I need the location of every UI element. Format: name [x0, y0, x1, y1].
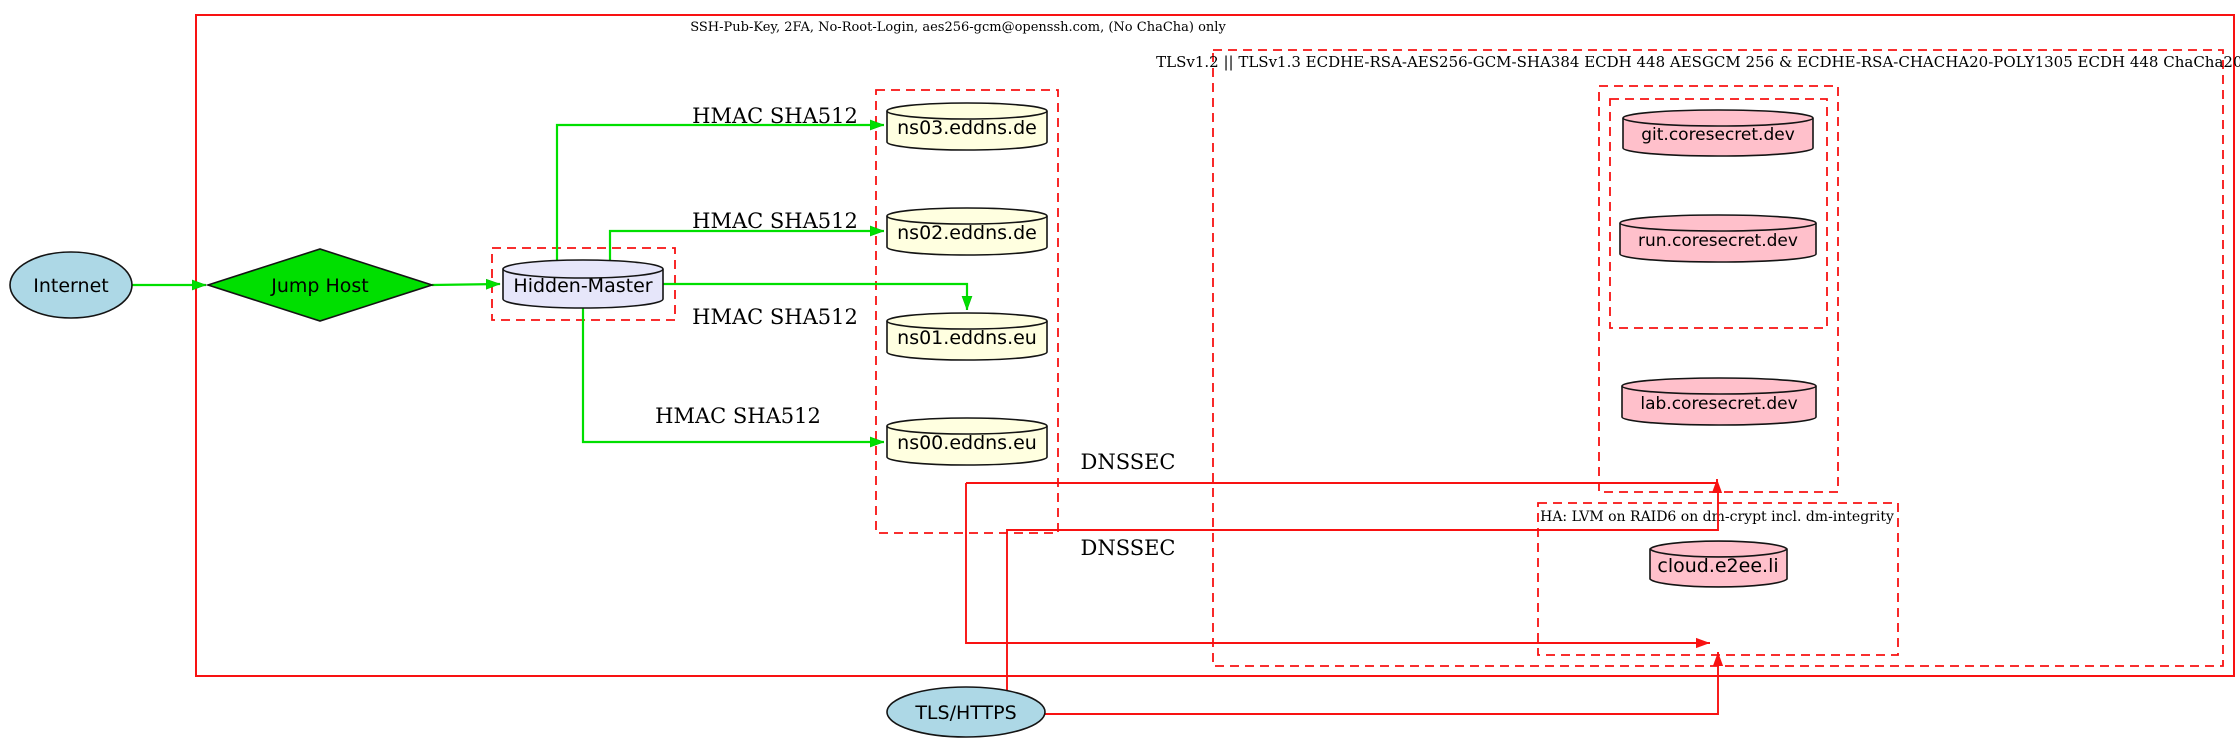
jump-host-diamond: [205, 248, 435, 322]
git-cylinder-rim: [1622, 117, 1814, 127]
node-run-label: run.coresecret.dev: [1638, 231, 1798, 251]
node-hidden-master: Hidden-Master: [502, 259, 664, 309]
node-lab-label: lab.coresecret.dev: [1640, 394, 1797, 414]
edge-hiddenmaster-to-ns02: [608, 231, 884, 260]
node-ns00: ns00.eddns.eu: [886, 417, 1048, 466]
edge-label-dnssec-2: DNSSEC: [1080, 536, 1175, 560]
edge-hiddenmaster-to-ns03: [555, 125, 884, 260]
edge-label-hmac-ns00: HMAC SHA512: [655, 404, 821, 428]
cloud-cylinder: [1649, 540, 1788, 588]
lab-cylinder-rim: [1621, 385, 1817, 395]
edge-label-dnssec-1: DNSSEC: [1080, 450, 1175, 474]
node-jump-host: Jump Host: [205, 248, 435, 322]
ns01-cylinder-rim: [886, 320, 1048, 330]
edge-hiddenmaster-to-ns00: [581, 308, 884, 442]
node-tls-https: TLS/HTTPS: [886, 686, 1046, 738]
node-internet: Internet: [9, 251, 133, 319]
ns00-cylinder: [886, 417, 1048, 466]
node-hidden-master-label: Hidden-Master: [513, 275, 652, 297]
edge-tls-to-ha: [1045, 652, 1724, 715]
node-cloud: cloud.e2ee.li: [1649, 540, 1788, 588]
node-git-label: git.coresecret.dev: [1641, 125, 1795, 145]
git-cylinder: [1622, 109, 1814, 157]
edge-jumphost-to-hiddenmaster: [431, 284, 500, 285]
ns02-cylinder-rim: [886, 215, 1048, 225]
cluster-coresecret-outer-border: [1598, 85, 1839, 493]
cloud-cylinder-rim: [1649, 548, 1788, 558]
cluster-ssh-label: SSH-Pub-Key, 2FA, No-Root-Login, aes256-…: [690, 20, 1226, 35]
node-ns01-label: ns01.eddns.eu: [897, 327, 1037, 349]
node-ns02-label: ns02.eddns.de: [897, 222, 1037, 244]
cluster-ssh-border: [195, 14, 2235, 677]
node-ns03-label: ns03.eddns.de: [897, 117, 1037, 139]
tls-https-ellipse: [886, 686, 1046, 738]
cluster-ha-label: HA: LVM on RAID6 on dm-crypt incl. dm-in…: [1540, 509, 1894, 525]
node-lab: lab.coresecret.dev: [1621, 377, 1817, 426]
internet-ellipse: [9, 251, 133, 319]
node-git: git.coresecret.dev: [1622, 109, 1814, 157]
hidden-master-cylinder-rim: [502, 268, 664, 279]
edge-dnssec-to-ha: [965, 483, 1710, 649]
cluster-nameservers-border: [875, 89, 1059, 534]
ns00-cylinder-rim: [886, 425, 1048, 435]
node-tls-https-label: TLS/HTTPS: [914, 702, 1016, 724]
ns01-cylinder: [886, 312, 1048, 361]
node-ns01: ns01.eddns.eu: [886, 312, 1048, 361]
node-ns03: ns03.eddns.de: [886, 102, 1048, 151]
run-cylinder-rim: [1619, 222, 1817, 232]
run-cylinder: [1619, 214, 1817, 263]
ns02-cylinder: [886, 207, 1048, 256]
lab-cylinder: [1621, 377, 1817, 426]
edge-label-hmac-ns02: HMAC SHA512: [692, 209, 858, 233]
edge-label-hmac-ns03: HMAC SHA512: [692, 104, 858, 128]
edge-tls-to-coresecret: [1006, 491, 1719, 692]
edge-hiddenmaster-to-ns01: [663, 282, 967, 310]
edge-label-hmac-ns01: HMAC SHA512: [692, 305, 858, 329]
ns03-cylinder-rim: [886, 110, 1048, 120]
node-jump-host-label: Jump Host: [270, 275, 369, 297]
cluster-ssh: SSH-Pub-Key, 2FA, No-Root-Login, aes256-…: [195, 14, 2235, 677]
cluster-tls-label: TLSv1.2 || TLSv1.3 ECDHE-RSA-AES256-GCM-…: [1156, 53, 2240, 71]
cluster-coresecret-inner-border: [1609, 98, 1828, 329]
edge-dnssec-to-coresecret: [966, 479, 1723, 493]
node-ns02: ns02.eddns.de: [886, 207, 1048, 256]
node-cloud-label: cloud.e2ee.li: [1657, 555, 1778, 577]
node-ns00-label: ns00.eddns.eu: [897, 432, 1037, 454]
ns03-cylinder: [886, 102, 1048, 151]
node-run: run.coresecret.dev: [1619, 214, 1817, 263]
node-internet-label: Internet: [33, 275, 108, 297]
hidden-master-cylinder: [502, 259, 664, 309]
